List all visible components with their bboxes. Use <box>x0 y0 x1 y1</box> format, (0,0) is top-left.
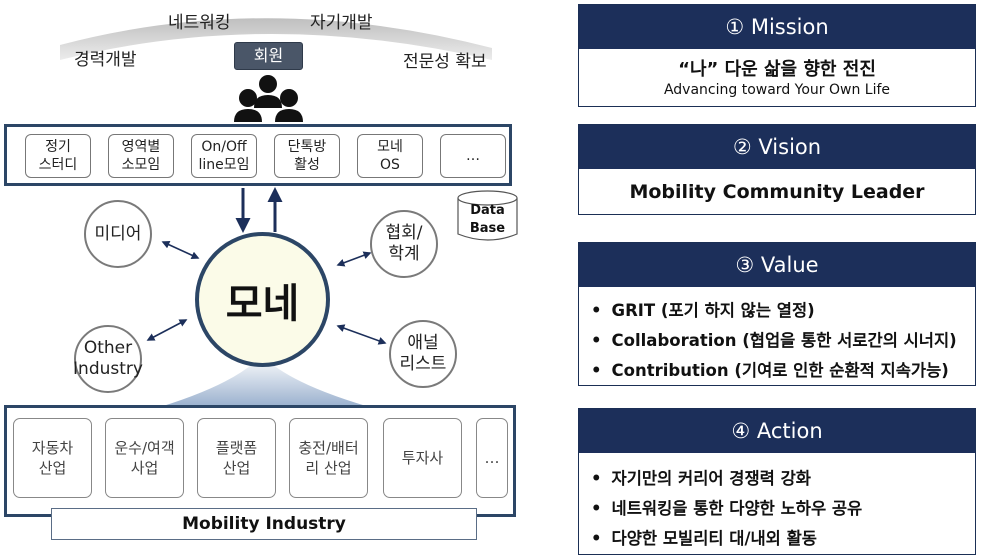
vision-title: ② Vision <box>579 125 975 169</box>
value-panel: ③ Value GRIT (포기 하지 않는 열정) Collaboration… <box>578 242 976 386</box>
mission-main: “나” 다운 삶을 향한 전진 <box>678 59 876 80</box>
activity-item: 영역별 소모임 <box>108 134 174 178</box>
vision-main: Mobility Community Leader <box>629 181 925 203</box>
satellite-association: 협회/ 학계 <box>370 210 438 278</box>
satellite-media: 미디어 <box>84 200 152 268</box>
industry-item: 플랫폼 산업 <box>197 418 276 498</box>
label-expertise: 전문성 확보 <box>403 52 487 72</box>
industry-item: 자동차 산업 <box>13 418 92 498</box>
mission-title: ① Mission <box>579 5 975 49</box>
activity-item: 단톡방 활성 <box>274 134 340 178</box>
database-label: Data Base <box>469 203 506 236</box>
label-networking: 네트워킹 <box>168 13 231 33</box>
mission-panel: ① Mission “나” 다운 삶을 향한 전진 Advancing towa… <box>578 4 976 107</box>
activity-item: … <box>440 134 506 178</box>
label-career: 경력개발 <box>74 50 137 70</box>
database-icon <box>457 190 518 241</box>
activity-item: 정기 스터디 <box>25 134 91 178</box>
satellite-analyst: 애널 리스트 <box>389 320 457 388</box>
activity-item: 모네 OS <box>357 134 423 178</box>
arrow-media <box>161 241 200 259</box>
industry-item: 투자사 <box>383 418 462 498</box>
action-item: 다양한 모빌리티 대/내외 활동 <box>591 525 817 549</box>
action-item: 자기만의 커리어 경쟁력 강화 <box>591 465 811 489</box>
action-title: ④ Action <box>579 409 975 453</box>
mission-sub: Advancing toward Your Own Life <box>663 82 891 98</box>
industry-label: Mobility Industry <box>51 508 477 540</box>
industry-item: … <box>476 418 508 498</box>
industry-fan <box>150 355 380 410</box>
arrow-other <box>146 319 188 341</box>
industry-item: 충전/배터 리 산업 <box>289 418 368 498</box>
action-panel: ④ Action 자기만의 커리어 경쟁력 강화 네트워킹을 통한 다양한 노하… <box>578 408 976 555</box>
value-item: GRIT (포기 하지 않는 열정) <box>591 297 815 321</box>
industry-item: 운수/여객 사업 <box>105 418 184 498</box>
core-circle: 모네 <box>195 232 330 367</box>
action-item: 네트워킹을 통한 다양한 노하우 공유 <box>591 495 863 519</box>
value-item: Collaboration (협업을 통한 서로간의 시너지) <box>591 327 957 351</box>
arrow-association <box>336 251 372 267</box>
members-icon <box>234 75 303 122</box>
value-item: Contribution (기여로 인한 순환적 지속가능) <box>591 357 949 381</box>
growth-arc <box>60 18 492 61</box>
label-self-dev: 자기개발 <box>310 13 373 33</box>
satellite-other-industry: Other Industry <box>73 325 143 393</box>
member-badge: 회원 <box>234 42 303 70</box>
diagram-graphics <box>60 18 518 410</box>
activity-item: On/Off line모임 <box>191 134 257 178</box>
vision-panel: ② Vision Mobility Community Leader <box>578 124 976 215</box>
arrow-analyst <box>336 324 387 345</box>
value-title: ③ Value <box>579 243 975 287</box>
